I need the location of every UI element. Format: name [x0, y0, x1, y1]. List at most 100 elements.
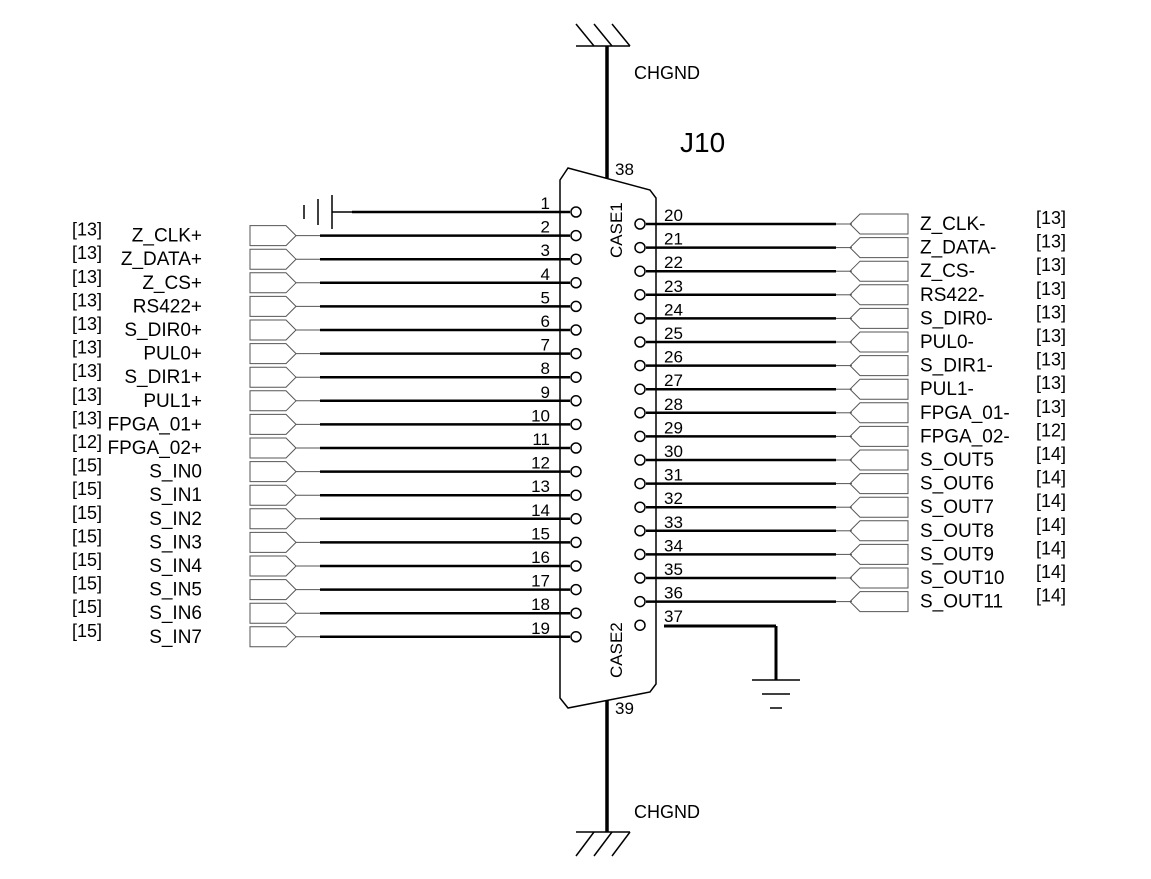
left-pin-15: 15S_IN3[15] [72, 524, 582, 553]
offpage-connector [849, 520, 909, 542]
offpage-connector [249, 602, 297, 624]
net-label: FPGA_01- [920, 403, 1010, 424]
net-label: S_DIR1- [920, 356, 993, 377]
left-pin-10: 10 FPGA_01+[13] [72, 406, 582, 435]
pin-number: 21 [664, 230, 683, 249]
sheet-ref: [13] [1036, 397, 1066, 417]
sheet-ref: [12] [1036, 420, 1066, 440]
offpage-connector [249, 319, 297, 341]
pin-number: 2 [541, 218, 550, 237]
net-label: S_OUT8 [920, 521, 994, 542]
net-label: Z_CLK- [920, 214, 985, 235]
offpage-connector [849, 402, 909, 424]
sheet-ref: [13] [72, 267, 102, 287]
offpage-connector [849, 260, 909, 282]
pin-number: 7 [541, 336, 550, 355]
sheet-ref: [15] [72, 574, 102, 594]
offpage-connector [249, 626, 297, 648]
sheet-ref: [15] [72, 550, 102, 570]
offpage-connector [249, 579, 297, 601]
pin-number: 23 [664, 277, 683, 296]
right-pin-35: 35 S_OUT10 [14] [634, 560, 1066, 589]
offpage-connector [849, 567, 909, 589]
net-label: S_OUT11 [920, 592, 1003, 613]
offpage-connector [249, 295, 297, 317]
offpage-connector [849, 425, 909, 447]
net-label: Z_CS- [920, 261, 975, 282]
net-label: RS422- [920, 285, 984, 306]
sheet-ref: [13] [1036, 255, 1066, 275]
net-label: S_DIR0- [920, 308, 993, 329]
net-label: PUL0+ [143, 344, 202, 365]
offpage-connector [249, 508, 297, 530]
sheet-ref: [14] [1036, 538, 1066, 558]
pin-number: 34 [664, 536, 683, 555]
left-pin-1: 1 [352, 194, 582, 218]
sheet-ref: [15] [72, 597, 102, 617]
left-pin-16: 16S_IN4[15] [72, 548, 582, 577]
net-label: S_DIR1+ [124, 367, 202, 388]
pin-number: 22 [664, 253, 683, 272]
right-pin-37: 37 [634, 607, 683, 631]
net-label: FPGA_01+ [107, 414, 202, 435]
offpage-connector [849, 237, 909, 259]
pin-number: 14 [531, 501, 550, 520]
pin-number: 24 [664, 300, 683, 319]
net-label: S_OUT5 [920, 450, 994, 471]
offpage-connector [249, 437, 297, 459]
sheet-ref: [14] [1036, 586, 1066, 606]
sheet-ref: [13] [1036, 326, 1066, 346]
sheet-ref: [14] [1036, 444, 1066, 464]
pin-number: 35 [664, 560, 683, 579]
left-pin-group: 12Z_CLK+[13]3Z_DATA+[13]4Z_CS+[13]5RS422… [72, 194, 582, 648]
pin-number: 12 [531, 454, 550, 473]
net-label: FPGA_02- [920, 426, 1010, 447]
offpage-connector [249, 272, 297, 294]
pin-number: 36 [664, 584, 683, 603]
offpage-connector [249, 484, 297, 506]
sheet-ref: [13] [1036, 208, 1066, 228]
net-label: S_OUT7 [920, 497, 994, 518]
sheet-ref: [13] [72, 338, 102, 358]
offpage-connector [849, 473, 909, 495]
left-pin-8: 8S_DIR1+[13] [72, 359, 582, 388]
left-pin-18: 18S_IN6[15] [72, 595, 582, 624]
sheet-ref: [13] [1036, 350, 1066, 370]
left-pin-17: 17S_IN5[15] [72, 572, 582, 601]
sheet-ref: [13] [72, 408, 102, 428]
left-pin-7: 7 PUL0+ [13] [72, 336, 582, 365]
pin-number: 30 [664, 442, 683, 461]
sheet-ref: [14] [1036, 562, 1066, 582]
sheet-ref: [14] [1036, 515, 1066, 535]
pin-number: 8 [541, 359, 550, 378]
pin-number: 18 [531, 595, 550, 614]
sheet-ref: [15] [72, 526, 102, 546]
pin-number: 10 [531, 406, 550, 425]
left-pin-12: 12S_IN0[15] [72, 454, 582, 483]
net-label: S_OUT10 [920, 568, 1004, 589]
net-label: S_OUT6 [920, 474, 994, 495]
offpage-connector [849, 378, 909, 400]
right-pin-34: 34 S_OUT9 [14] [634, 536, 1066, 565]
net-label: PUL0- [920, 332, 974, 353]
connector-refdes: J10 [680, 127, 725, 158]
right-pin-25: 25 PUL0- [13] [634, 324, 1066, 353]
net-label: S_IN1 [149, 485, 202, 506]
left-pin-13: 13S_IN1[15] [72, 477, 582, 506]
net-label: PUL1- [920, 379, 974, 400]
pin-number: 25 [664, 324, 683, 343]
sheet-ref: [13] [72, 385, 102, 405]
pin-number: 27 [664, 371, 683, 390]
ground-symbol-pin1 [303, 195, 352, 229]
offpage-connector [849, 331, 909, 353]
net-label: S_OUT9 [920, 544, 994, 565]
sheet-ref: [13] [72, 220, 102, 240]
